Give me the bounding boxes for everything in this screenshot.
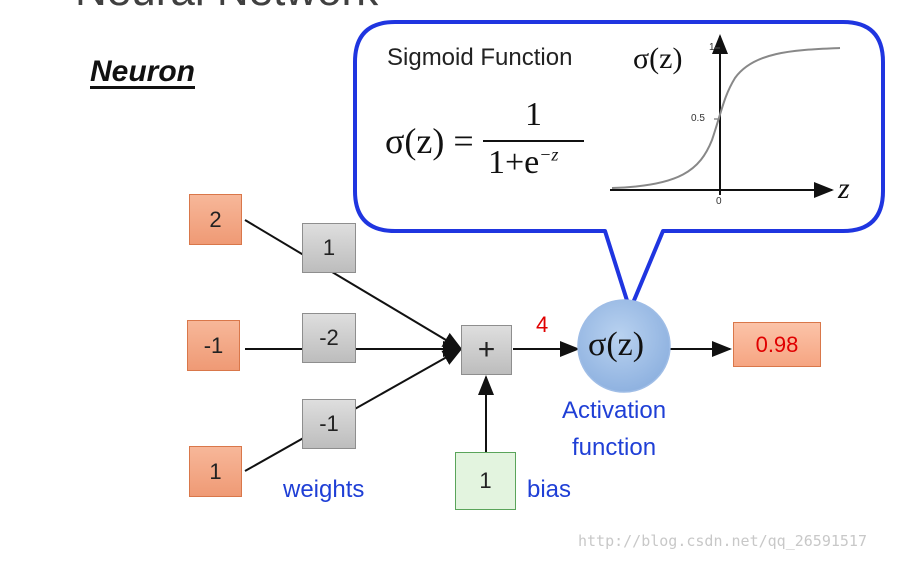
bias-label: bias — [527, 476, 572, 503]
watermark-url: http://blog.csdn.net/qq_26591517 — [578, 532, 867, 550]
plot-tick-label-half: 0.5 — [691, 113, 705, 124]
weights-label: weights — [283, 476, 365, 503]
input-node-2: -1 — [187, 320, 240, 371]
callout-title: Sigmoid Function — [387, 44, 573, 71]
weight-node-2: -2 — [302, 313, 356, 363]
formula-denominator: 1+e−z — [488, 144, 558, 182]
weight-node-3: -1 — [302, 399, 356, 449]
edge-input1 — [244, 219, 463, 351]
formula-denominator-base: 1+e — [488, 144, 540, 181]
input-node-1: 2 — [189, 194, 242, 245]
section-heading: Neuron — [90, 55, 195, 88]
sum-node: + — [461, 325, 512, 375]
input-node-3: 1 — [189, 446, 242, 497]
plot-axis-label-z: z — [838, 172, 850, 205]
plot-sigma-label: σ(z) — [633, 42, 683, 75]
activation-node — [577, 299, 671, 393]
callout-bubble — [353, 20, 885, 312]
activation-label-line1: Activation — [562, 397, 667, 424]
formula-denominator-exp: −z — [539, 144, 559, 165]
formula-lhs: σ(z) = — [385, 121, 474, 161]
activation-label-line2: function — [572, 434, 657, 461]
output-node: 0.98 — [733, 322, 821, 367]
sum-value: 4 — [536, 312, 549, 337]
activation-symbol: σ(z) — [588, 326, 645, 363]
sigmoid-curve — [611, 47, 841, 189]
bias-node: 1 — [455, 452, 516, 510]
plot-tick-label-1: 1 — [709, 42, 715, 53]
plot-tick-label-origin: 0 — [716, 196, 722, 207]
formula-numerator: 1 — [525, 96, 542, 133]
weight-node-1: 1 — [302, 223, 356, 273]
page-title: Neural Network — [75, 0, 378, 16]
